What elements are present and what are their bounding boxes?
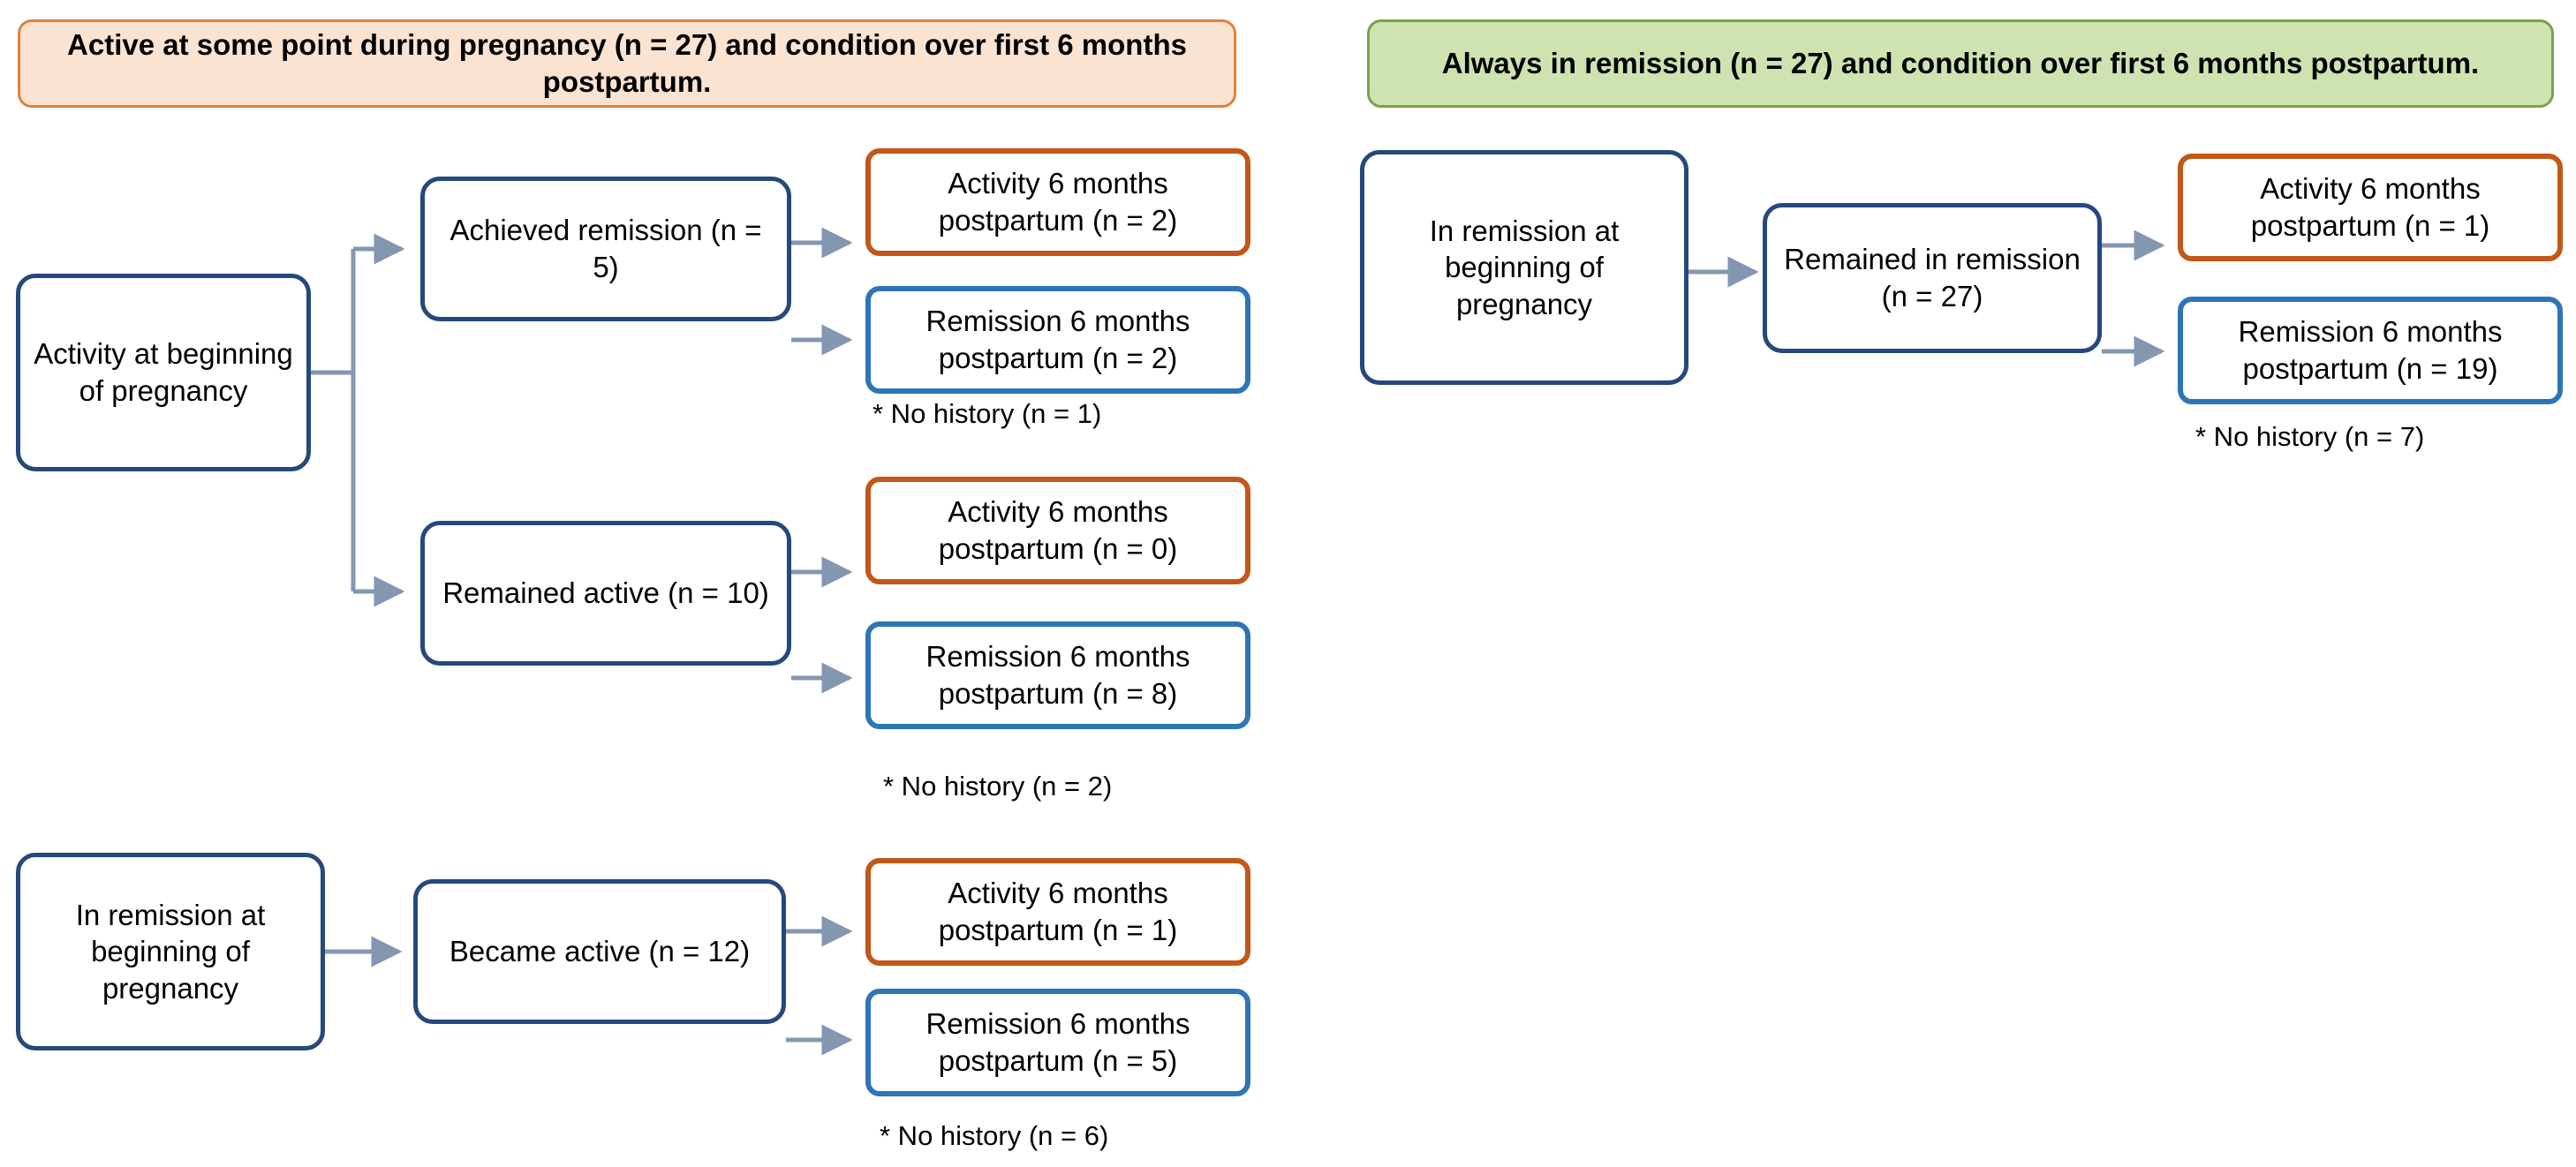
node-ba-activity-6-months-postpartum[interactable]: Activity 6 months postpartum (n = 1) [865,858,1250,966]
panel-remission-banner: Always in remission (n = 27) and conditi… [1367,19,2554,108]
footnote-remained-in-remission-no-history: * No history (n = 7) [2195,421,2425,452]
node-in-remission-at-beginning-of-pregnancy-right[interactable]: In remission at beginning of pregnancy [1360,150,1688,385]
footnote-became-active-no-history: * No history (n = 6) [880,1120,1109,1151]
node-ba-remission-6-months-postpartum[interactable]: Remission 6 months postpartum (n = 5) [865,989,1250,1096]
node-ra-activity-6-months-postpartum[interactable]: Activity 6 months postpartum (n = 0) [865,477,1250,584]
footnote-achieved-remission-no-history: * No history (n = 1) [873,398,1102,429]
node-rr-remission-6-months-postpartum[interactable]: Remission 6 months postpartum (n = 19) [2178,297,2563,404]
node-ra-remission-6-months-postpartum[interactable]: Remission 6 months postpartum (n = 8) [865,621,1250,729]
node-in-remission-at-beginning-of-pregnancy-left[interactable]: In remission at beginning of pregnancy [16,853,325,1050]
node-activity-at-beginning-of-pregnancy[interactable]: Activity at beginning of pregnancy [16,274,311,471]
node-ar-remission-6-months-postpartum[interactable]: Remission 6 months postpartum (n = 2) [865,286,1250,394]
footnote-remained-active-no-history: * No history (n = 2) [883,771,1113,802]
node-became-active[interactable]: Became active (n = 12) [413,879,786,1024]
node-achieved-remission[interactable]: Achieved remission (n = 5) [420,177,791,321]
node-remained-active[interactable]: Remained active (n = 10) [420,521,791,666]
node-ar-activity-6-months-postpartum[interactable]: Activity 6 months postpartum (n = 2) [865,148,1250,256]
node-rr-activity-6-months-postpartum[interactable]: Activity 6 months postpartum (n = 1) [2178,154,2563,261]
panel-active-banner: Active at some point during pregnancy (n… [18,19,1236,108]
node-remained-in-remission[interactable]: Remained in remission (n = 27) [1763,203,2102,353]
